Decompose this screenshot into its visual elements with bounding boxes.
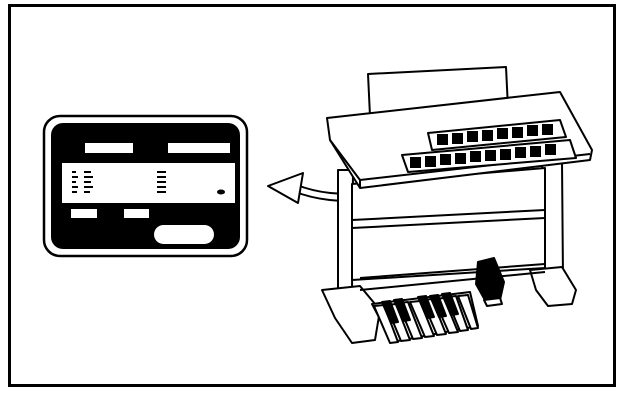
pedal-sharps <box>381 292 459 324</box>
panel-block-bottom-mid <box>124 209 149 218</box>
lower-manual-keys <box>410 144 556 168</box>
base-right-foot <box>529 266 577 307</box>
panel-text-marks-left <box>72 171 93 193</box>
electronic-organ-icon <box>321 66 593 344</box>
panel-text-marks-right <box>157 171 225 195</box>
panel-block-top-right <box>168 143 230 153</box>
upper-manual-keys <box>437 124 553 145</box>
panel-block-bottom-large <box>154 225 214 244</box>
base-left-foot <box>321 285 381 344</box>
panel-block-bottom-left <box>71 209 97 218</box>
panel-block-top-left <box>85 143 133 153</box>
control-panel-plate <box>42 114 249 258</box>
